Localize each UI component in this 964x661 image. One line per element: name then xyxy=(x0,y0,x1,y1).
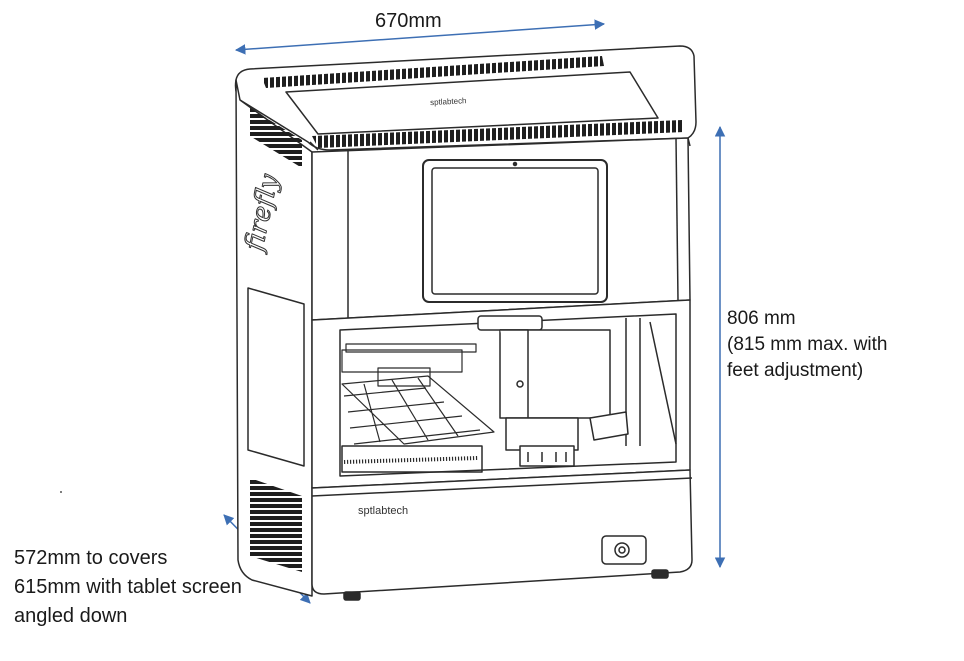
top-vents xyxy=(262,56,684,148)
comb-tray xyxy=(341,445,483,473)
side-vent-lower xyxy=(250,478,302,572)
stray-dot xyxy=(60,491,62,493)
tablet-screen xyxy=(431,167,599,295)
front-port xyxy=(601,535,647,565)
instrument: sptlabtech firefly xyxy=(234,45,697,601)
deck-plates xyxy=(341,343,495,445)
width-dimension-label: 670mm xyxy=(375,10,442,32)
side-window xyxy=(247,287,305,467)
height-dimension-label: 806 mm (815 mm max. with feet adjustment… xyxy=(727,306,887,384)
depth-note-line1: 615mm with tablet screen xyxy=(14,576,242,598)
depth-value: 572mm to covers xyxy=(14,547,168,569)
height-note-line2: feet adjustment) xyxy=(727,360,864,381)
top-panel xyxy=(285,71,659,135)
enclosure-opening xyxy=(339,313,677,477)
side-vent-upper xyxy=(250,108,302,168)
depth-dimension-label: 572mm to covers 615mm with tablet screen… xyxy=(14,544,242,631)
foot-right xyxy=(651,569,669,579)
width-dimension-arrow xyxy=(234,19,606,55)
front-base xyxy=(311,469,693,595)
pipetting-head xyxy=(477,315,629,467)
foot-left xyxy=(343,591,361,601)
front-brand-logo: sptlabtech xyxy=(358,505,408,517)
top-brand-logo: sptlabtech xyxy=(430,96,467,107)
height-note-line1: (815 mm max. with xyxy=(727,334,888,355)
depth-note-line2: angled down xyxy=(14,605,128,627)
height-value: 806 mm xyxy=(727,308,796,329)
camera-dot xyxy=(512,161,518,167)
port-connector xyxy=(614,542,630,558)
